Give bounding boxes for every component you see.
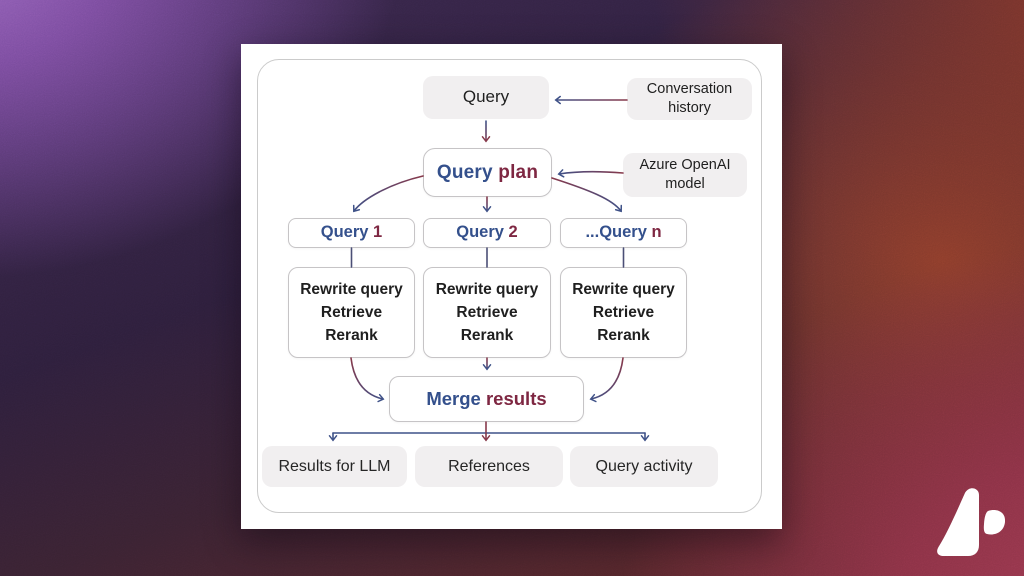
azure-openai-line2: model — [665, 176, 705, 192]
azure-openai-node: Azure OpenAI model — [623, 153, 747, 197]
rewrite-retrieve-rerank-node-2: Rewrite query Retrieve Rerank — [423, 267, 551, 358]
conversation-history-line2: history — [668, 100, 711, 116]
references-node: References — [415, 446, 563, 487]
conversation-history-node: Conversation history — [627, 78, 752, 120]
query-n-node: ...Query n — [560, 218, 687, 248]
retrieve-line: Retrieve — [592, 303, 655, 321]
query-plan-node: Query plan — [423, 148, 552, 197]
query-1-label: Query 1 — [320, 223, 383, 242]
merge-results-node: Merge results — [389, 376, 584, 422]
rerank-line: Rerank — [597, 327, 650, 345]
query-node: Query — [423, 76, 549, 119]
query-n-label: ...Query n — [585, 223, 662, 242]
query-2-label: Query 2 — [456, 223, 518, 242]
merge-results-label: Merge results — [426, 387, 547, 409]
results-for-llm-node: Results for LLM — [262, 446, 407, 487]
rerank-line: Rerank — [325, 327, 378, 345]
retrieve-line: Retrieve — [456, 303, 518, 321]
rewrite-line: Rewrite query — [300, 280, 403, 298]
query-activity-node: Query activity — [570, 446, 718, 487]
query-activity-label: Query activity — [595, 457, 693, 475]
query-2-node: Query 2 — [423, 218, 551, 248]
diagram-card: Query Conversation history Query plan Az… — [241, 44, 782, 529]
conversation-history-line1: Conversation — [646, 80, 733, 97]
rewrite-line: Rewrite query — [435, 280, 539, 298]
rewrite-retrieve-rerank-node-3: Rewrite query Retrieve Rerank — [560, 267, 687, 358]
query-1-node: Query 1 — [288, 218, 415, 248]
diagram-frame — [257, 59, 762, 513]
references-label: References — [448, 457, 530, 475]
query-label: Query — [462, 87, 510, 107]
petal-brand-logo-icon — [937, 488, 1006, 556]
results-for-llm-label: Results for LLM — [278, 457, 391, 475]
azure-openai-line1: Azure OpenAI — [639, 156, 731, 173]
retrieve-line: Retrieve — [320, 303, 383, 321]
query-plan-label: Query plan — [436, 161, 539, 183]
rewrite-retrieve-rerank-node-1: Rewrite query Retrieve Rerank — [288, 267, 415, 358]
rerank-line: Rerank — [460, 327, 514, 345]
rewrite-line: Rewrite query — [572, 280, 675, 298]
